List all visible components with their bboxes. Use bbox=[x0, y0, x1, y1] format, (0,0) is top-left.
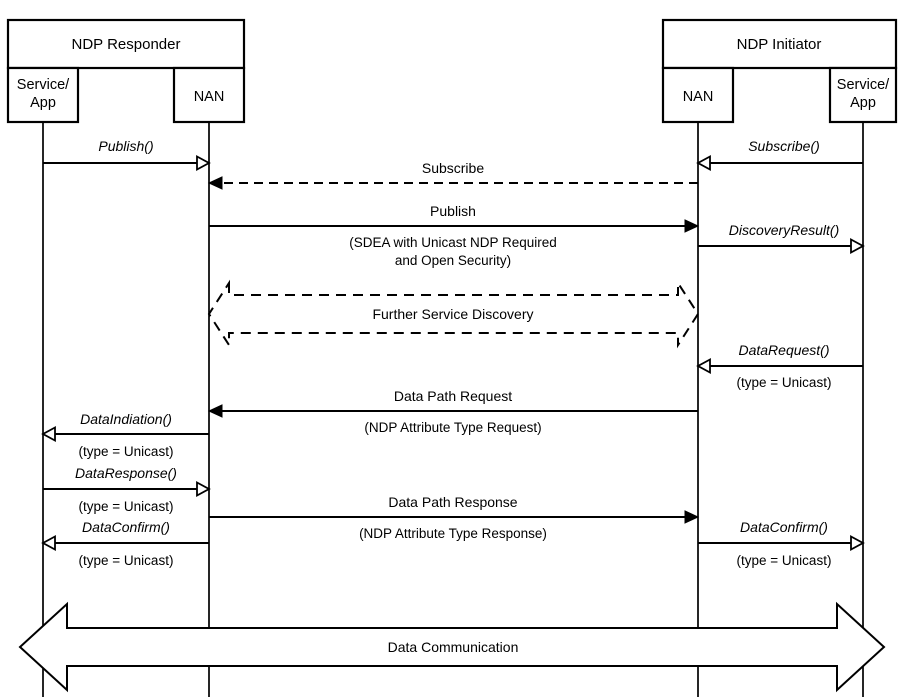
initiator-header-group: NDP Initiator NAN Service/ App bbox=[661, 18, 898, 124]
message-data-path-response-arrowhead bbox=[684, 510, 700, 524]
message-further-service-discovery-arrow-shape bbox=[207, 279, 700, 349]
initiator-service-label-line1: Service/ bbox=[837, 77, 890, 93]
message-data-indication[interactable]: DataIndiation() (type = Unicast) bbox=[41, 411, 209, 459]
message-data-response-sublabel: (type = Unicast) bbox=[79, 499, 174, 514]
message-publish-air-arrowhead bbox=[684, 219, 700, 233]
message-further-service-discovery-label: Further Service Discovery bbox=[372, 306, 533, 322]
initiator-nan-label: NAN bbox=[683, 89, 714, 105]
message-data-indication-arrowhead bbox=[41, 425, 56, 443]
message-data-communication-arrow-shape bbox=[18, 601, 886, 693]
message-data-communication[interactable]: Data Communication bbox=[18, 601, 886, 693]
message-data-path-request[interactable]: Data Path Request (NDP Attribute Type Re… bbox=[207, 388, 698, 435]
initiator-service-label-line2: App bbox=[850, 95, 876, 111]
message-data-request-sublabel: (type = Unicast) bbox=[737, 375, 832, 390]
lifelines-group bbox=[42, 122, 864, 697]
message-publish-api[interactable]: Publish() bbox=[43, 138, 211, 172]
responder-title-box bbox=[6, 18, 246, 70]
message-data-confirm-right[interactable]: DataConfirm() (type = Unicast) bbox=[698, 519, 865, 568]
message-data-communication-label: Data Communication bbox=[388, 639, 519, 655]
responder-nan-label: NAN bbox=[194, 89, 225, 105]
message-discovery-result[interactable]: DiscoveryResult() bbox=[698, 222, 865, 255]
message-data-request-label: DataRequest() bbox=[738, 342, 829, 358]
message-discovery-result-arrowhead bbox=[850, 237, 865, 255]
message-subscribe-api-arrowhead bbox=[696, 154, 711, 172]
initiator-title-label: NDP Initiator bbox=[737, 36, 822, 53]
message-data-indication-label: DataIndiation() bbox=[80, 411, 172, 427]
message-data-path-response-label: Data Path Response bbox=[388, 494, 517, 510]
message-subscribe-air-label: Subscribe bbox=[422, 160, 484, 176]
message-data-confirm-right-arrowhead bbox=[850, 534, 865, 552]
message-publish-air-sublabel-line1: (SDEA with Unicast NDP Required bbox=[349, 235, 557, 250]
message-data-confirm-right-label: DataConfirm() bbox=[740, 519, 828, 535]
message-publish-air[interactable]: Publish (SDEA with Unicast NDP Required … bbox=[209, 203, 700, 268]
message-publish-api-label: Publish() bbox=[98, 138, 153, 154]
message-data-response-arrowhead bbox=[196, 480, 211, 498]
message-data-path-response-sublabel: (NDP Attribute Type Response) bbox=[359, 526, 547, 541]
message-further-service-discovery-label-bg bbox=[300, 303, 606, 325]
message-publish-api-arrowhead bbox=[196, 154, 211, 172]
initiator-title-box bbox=[661, 18, 898, 70]
responder-service-label-line2: App bbox=[30, 95, 56, 111]
message-data-confirm-left-sublabel: (type = Unicast) bbox=[79, 553, 174, 568]
message-data-confirm-right-sublabel: (type = Unicast) bbox=[737, 553, 832, 568]
message-data-response-label: DataResponse() bbox=[75, 465, 177, 481]
message-data-path-response[interactable]: Data Path Response (NDP Attribute Type R… bbox=[209, 494, 700, 541]
message-subscribe-air-arrowhead bbox=[207, 176, 223, 190]
message-subscribe-air[interactable]: Subscribe bbox=[207, 160, 698, 190]
message-subscribe-api-label: Subscribe() bbox=[748, 138, 820, 154]
responder-title-label: NDP Responder bbox=[72, 36, 181, 53]
responder-service-label-line1: Service/ bbox=[17, 77, 70, 93]
message-data-path-request-arrowhead bbox=[207, 404, 223, 418]
message-data-confirm-left-arrowhead bbox=[41, 534, 56, 552]
message-data-path-request-sublabel: (NDP Attribute Type Request) bbox=[364, 420, 541, 435]
responder-header-group: NDP Responder Service/ App NAN bbox=[6, 18, 246, 124]
message-data-indication-sublabel: (type = Unicast) bbox=[79, 444, 174, 459]
message-data-confirm-left[interactable]: DataConfirm() (type = Unicast) bbox=[41, 519, 209, 568]
message-discovery-result-label: DiscoveryResult() bbox=[729, 222, 839, 238]
message-data-path-request-label: Data Path Request bbox=[394, 388, 512, 404]
message-data-request-arrowhead bbox=[696, 357, 711, 375]
message-data-response[interactable]: DataResponse() (type = Unicast) bbox=[43, 465, 211, 514]
message-data-confirm-left-label: DataConfirm() bbox=[82, 519, 170, 535]
message-publish-air-sublabel-line2: and Open Security) bbox=[395, 253, 511, 268]
message-publish-air-label: Publish bbox=[430, 203, 476, 219]
message-subscribe-api[interactable]: Subscribe() bbox=[696, 138, 863, 172]
initiator-service-box[interactable] bbox=[828, 66, 898, 124]
message-data-request[interactable]: DataRequest() (type = Unicast) bbox=[696, 342, 863, 390]
message-further-service-discovery[interactable]: Further Service Discovery bbox=[207, 279, 700, 349]
